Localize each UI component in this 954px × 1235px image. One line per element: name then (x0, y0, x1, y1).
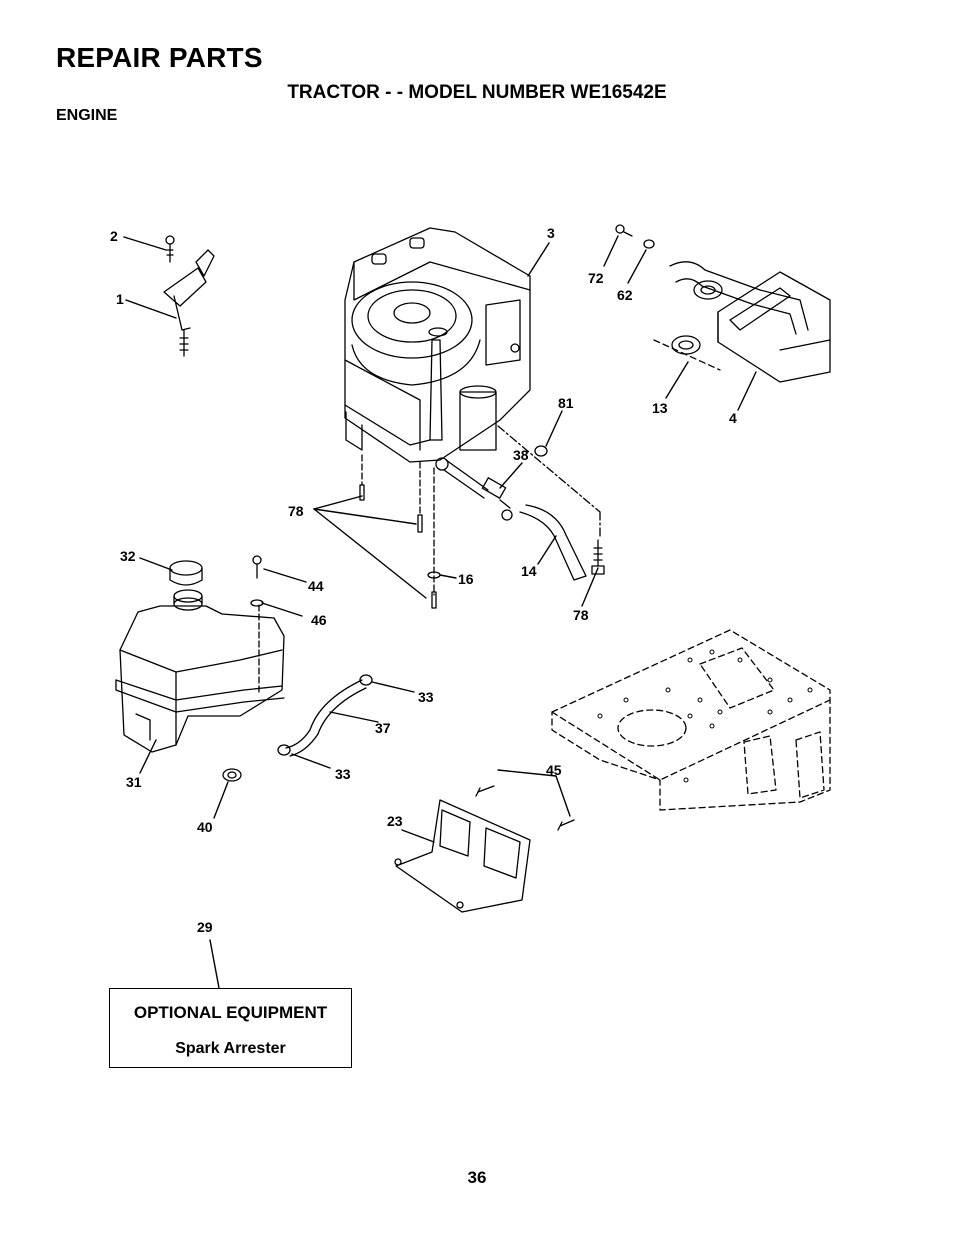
muffler-drawing (615, 224, 831, 383)
callout-72: 72 (588, 270, 604, 286)
callout-4: 4 (729, 410, 737, 426)
fuel-hose-drawing (277, 674, 373, 757)
callout-33-b: 33 (335, 766, 351, 782)
frame-holes-drawing (597, 649, 813, 783)
callout-44: 44 (308, 578, 324, 594)
callout-78-b: 78 (573, 607, 589, 623)
callout-3: 3 (547, 225, 555, 241)
callout-78-a: 78 (288, 503, 304, 519)
fuel-tank-drawing (115, 555, 285, 782)
page-number: 36 (467, 1168, 487, 1187)
callout-45: 45 (546, 762, 562, 778)
callout-23: 23 (387, 813, 403, 829)
leader-lines-drawing (123, 235, 757, 989)
callout-1: 1 (116, 291, 124, 307)
optional-equipment-box: OPTIONAL EQUIPMENT Spark Arrester (109, 988, 352, 1068)
page-title: REPAIR PARTS (56, 42, 263, 73)
callout-16: 16 (458, 571, 474, 587)
model-title: TRACTOR - - MODEL NUMBER WE16542E (287, 82, 667, 103)
engine-drawing (344, 227, 531, 471)
callout-37: 37 (375, 720, 391, 736)
callout-31: 31 (126, 774, 142, 790)
mounting-plate-drawing (394, 785, 575, 913)
callout-38: 38 (513, 447, 529, 463)
fuel-line-drawing (443, 425, 605, 581)
callout-29: 29 (197, 919, 213, 935)
callout-40: 40 (197, 819, 213, 835)
optional-equipment-heading: OPTIONAL EQUIPMENT (133, 1003, 328, 1022)
callout-46: 46 (311, 612, 327, 628)
callout-14: 14 (521, 563, 537, 579)
callout-62: 62 (617, 287, 633, 303)
callout-32: 32 (120, 548, 136, 564)
optional-equipment-item: Spark Arrester (175, 1040, 286, 1057)
throttle-control-drawing (163, 235, 215, 357)
callout-13: 13 (652, 400, 668, 416)
callout-labels: 1 2 3 72 62 13 4 81 38 78 32 44 46 16 14… (110, 225, 737, 935)
callout-33-a: 33 (418, 689, 434, 705)
callout-81: 81 (558, 395, 574, 411)
callout-2: 2 (110, 228, 118, 244)
section-title: ENGINE (56, 107, 118, 124)
tractor-frame-drawing (551, 629, 831, 811)
mounting-bolts-drawing (359, 454, 441, 609)
